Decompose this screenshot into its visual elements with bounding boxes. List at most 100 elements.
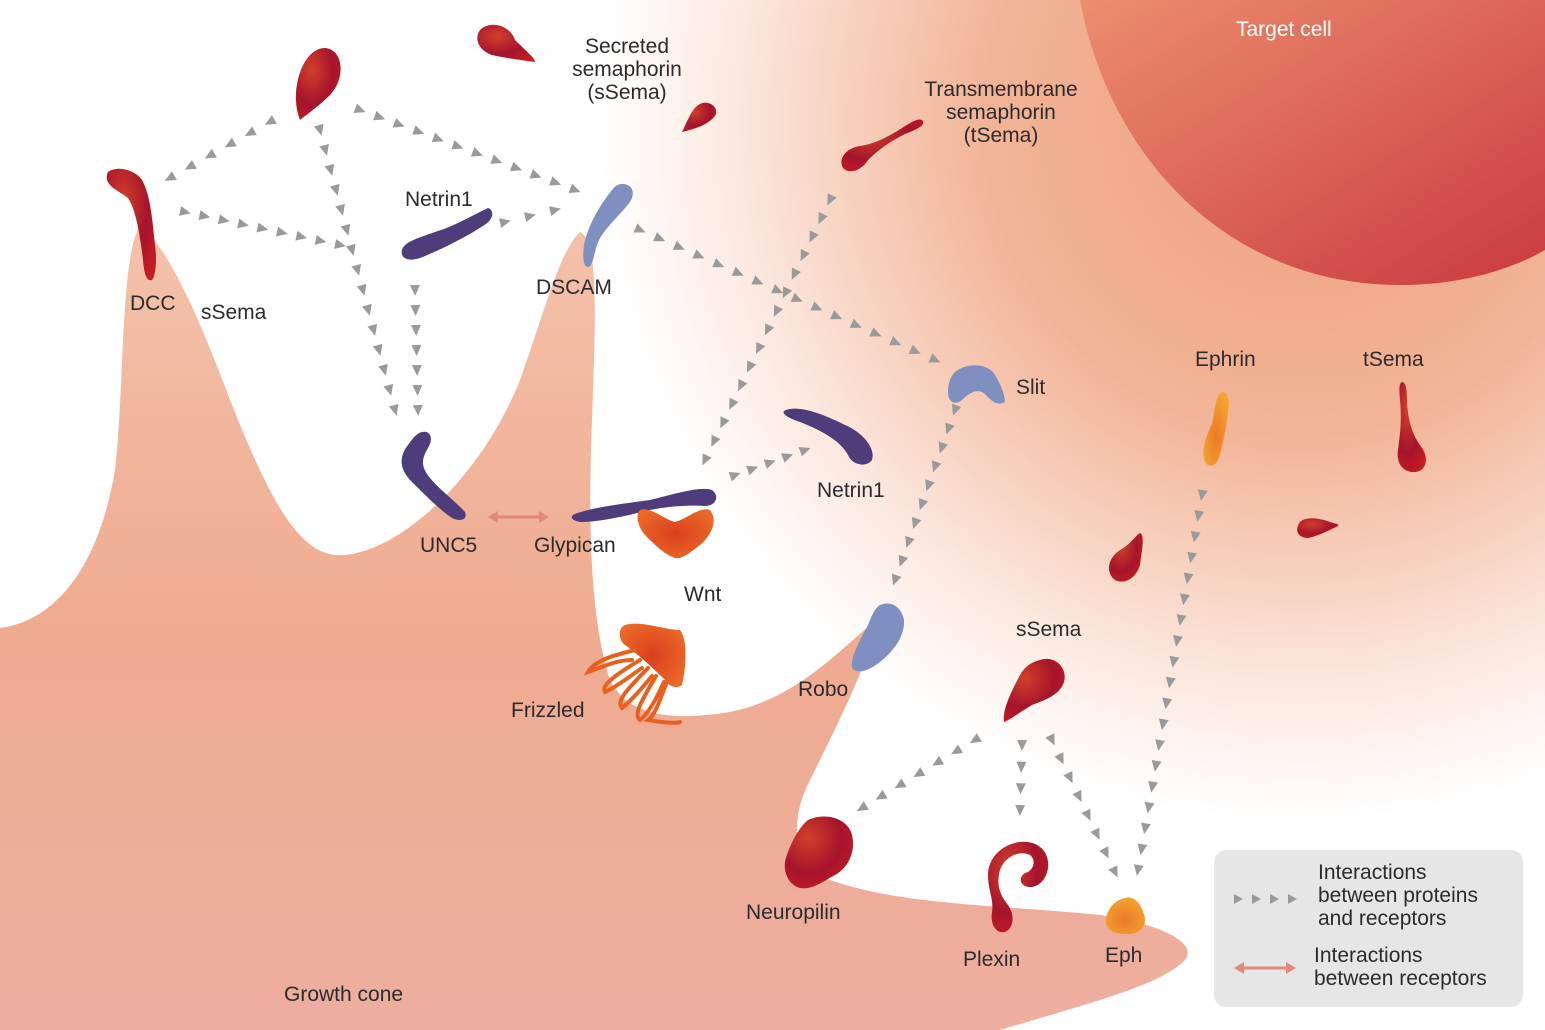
- arrowhead-icon: [951, 403, 962, 416]
- arrowhead-icon: [931, 460, 942, 473]
- arrowhead-icon: [932, 755, 945, 766]
- annotation-line: Secreted: [584, 35, 670, 58]
- arrowhead-icon: [411, 364, 422, 376]
- arrowhead-icon: [509, 161, 523, 172]
- arrowhead-icon: [1187, 551, 1198, 564]
- plexin-protein: [988, 841, 1049, 933]
- arrowhead-icon: [830, 310, 843, 320]
- arrowhead-icon: [411, 344, 422, 356]
- arrowhead-icon: [653, 232, 666, 242]
- netrin1-protein-top: [401, 208, 493, 260]
- legend-text-line: Interactions: [1318, 861, 1427, 884]
- arrowhead-icon: [928, 353, 941, 363]
- label-ssema-bottom: sSema: [1016, 618, 1082, 641]
- arrowhead-icon: [1144, 801, 1155, 814]
- arrowhead-icon: [362, 303, 372, 316]
- tsema-protein-right: [1397, 382, 1426, 472]
- interaction-ssema-top-unc5: [313, 123, 399, 416]
- dcc-protein: [106, 168, 156, 281]
- arrowhead-icon: [827, 193, 837, 206]
- arrowhead-icon: [692, 249, 705, 259]
- interaction-tsema-top-glypican: [702, 193, 837, 466]
- arrowhead-icon: [319, 143, 329, 156]
- ephrin-protein: [1203, 392, 1229, 466]
- eph-protein: [1105, 897, 1146, 935]
- label-netrin1-top: Netrin1: [405, 188, 473, 211]
- label-dscam: DSCAM: [536, 276, 612, 299]
- arrowhead-icon: [913, 767, 926, 778]
- arrowhead-icon: [1016, 761, 1027, 773]
- annotation-line: (sSema): [587, 81, 667, 104]
- arrowhead-icon: [751, 275, 764, 285]
- label-robo: Robo: [798, 678, 849, 701]
- arrowhead-icon: [548, 206, 561, 217]
- arrowhead-icon: [490, 154, 503, 164]
- arrowhead-icon: [738, 379, 748, 392]
- arrowhead-icon: [791, 267, 801, 280]
- arrowhead-icon: [731, 266, 744, 276]
- arrowhead-icon: [372, 343, 383, 356]
- arrowhead-icon: [720, 416, 730, 429]
- legend-item-receptor-receptor: Interactions between receptors: [1314, 944, 1487, 990]
- arrowhead-icon: [184, 159, 197, 170]
- arrowhead-icon: [746, 465, 759, 476]
- arrowhead-icon: [164, 171, 177, 181]
- arrowhead-icon: [1183, 572, 1194, 585]
- arrowhead-icon: [498, 218, 511, 229]
- arrowhead-icon: [1194, 510, 1205, 522]
- arrowhead-icon: [809, 230, 819, 243]
- interaction-ephrin-eph: [1133, 489, 1208, 876]
- arrowhead-icon: [324, 163, 335, 176]
- interaction-dscam-slit: [633, 223, 941, 363]
- arrowhead-icon: [351, 263, 362, 276]
- arrowhead-icon: [764, 323, 775, 336]
- interaction-ssema-top-dscam: [353, 103, 581, 193]
- annotation-line: Transmembrane: [924, 78, 1078, 101]
- arrowhead-icon: [367, 323, 378, 336]
- arrowhead-icon: [810, 301, 823, 311]
- arrowhead-icon: [849, 318, 862, 328]
- label-frizzled: Frizzled: [511, 699, 585, 722]
- arrowhead-icon: [470, 147, 483, 157]
- arrowhead-icon: [353, 103, 366, 113]
- arrowhead-icon: [335, 203, 345, 216]
- arrowhead-icon: [728, 471, 741, 482]
- arrowhead-icon: [672, 240, 685, 250]
- arrowhead-icon: [410, 324, 421, 336]
- growth-cone-label: Growth cone: [284, 983, 404, 1006]
- arrowhead-icon: [729, 397, 739, 410]
- label-netrin1-mid: Netrin1: [817, 479, 885, 502]
- arrowhead-icon: [275, 226, 288, 237]
- legend-arrowheads-icon: [1234, 894, 1297, 904]
- arrowhead-icon: [702, 453, 712, 466]
- label-unc5: UNC5: [420, 534, 478, 557]
- arrowhead-icon: [1063, 771, 1073, 784]
- arrowhead-icon: [891, 573, 902, 586]
- ssema-protein-secreted-2: [682, 102, 717, 132]
- arrowhead-icon: [781, 453, 794, 463]
- interaction-ssema-bottom-plexin: [1015, 739, 1028, 816]
- legend-double-arrow-icon: [1234, 962, 1296, 974]
- ssema-protein-top: [295, 48, 341, 120]
- arrowhead-icon: [798, 446, 811, 457]
- ssema-protein-bottom: [1003, 658, 1065, 722]
- arrowhead-icon: [1173, 635, 1183, 647]
- arrowhead-icon: [256, 222, 269, 233]
- arrowhead-icon: [388, 403, 399, 416]
- arrowhead-icon: [869, 327, 882, 337]
- interaction-netrin1-top-unc5: [409, 284, 423, 416]
- arrowhead-icon: [818, 211, 828, 225]
- arrowhead-icon: [378, 363, 388, 376]
- arrowhead-icon: [198, 210, 211, 220]
- arrowhead-icon: [412, 404, 423, 416]
- arrowhead-icon: [1137, 843, 1148, 856]
- arrowhead-icon: [911, 516, 922, 529]
- arrowhead-icon: [568, 183, 581, 193]
- legend-text-line: and receptors: [1318, 907, 1447, 930]
- arrowhead-icon: [313, 123, 324, 136]
- arrowhead-icon: [1155, 739, 1166, 751]
- label-neuropilin: Neuropilin: [746, 901, 841, 924]
- ssema-protein-floating-1: [1108, 533, 1143, 582]
- arrowhead-icon: [179, 206, 191, 216]
- arrowhead-icon: [1169, 655, 1180, 668]
